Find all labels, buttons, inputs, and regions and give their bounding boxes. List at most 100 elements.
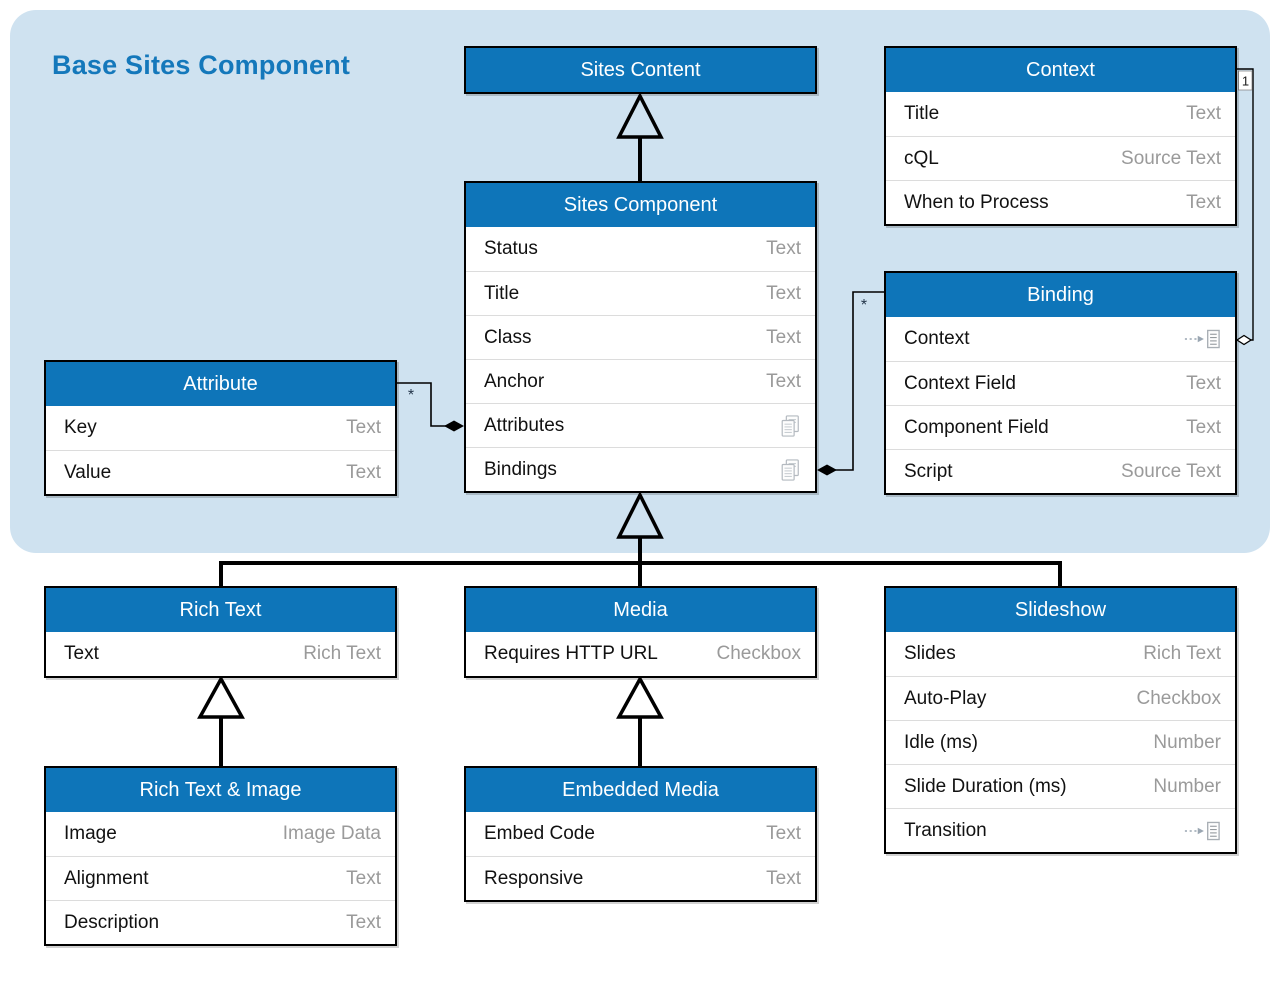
entity-title: Rich Text & Image: [139, 778, 302, 801]
field-row: Description Text: [46, 900, 395, 944]
field-row: Embed Code Text: [466, 812, 815, 856]
field-label: Responsive: [484, 867, 584, 889]
field-row: Requires HTTP URL Checkbox: [466, 632, 815, 676]
inheritance-triangle-icon: [616, 675, 664, 719]
field-row: When to Process Text: [886, 180, 1235, 224]
entity-binding: Binding Context Context Field Text: [884, 271, 1237, 495]
field-row: Context: [886, 317, 1235, 361]
entity-title: Media: [613, 598, 668, 621]
entity-header: Binding: [886, 273, 1235, 317]
field-type: Text: [1186, 103, 1221, 124]
field-row: Title Text: [886, 92, 1235, 136]
field-row: Key Text: [46, 406, 395, 450]
inheritance-embedded-media-to-media: [616, 675, 664, 766]
entity-title: Context: [1026, 58, 1095, 81]
reference-icon: [1183, 328, 1221, 350]
entity-title: Sites Content: [580, 58, 701, 81]
field-type: Text: [766, 238, 801, 259]
field-label: Image: [64, 823, 117, 844]
field-label: Idle (ms): [904, 731, 978, 753]
field-row: Auto-Play Checkbox: [886, 676, 1235, 720]
field-row: Title Text: [466, 271, 815, 315]
field-label: cQL: [904, 147, 939, 169]
entity-title: Binding: [1027, 283, 1094, 306]
field-label: Status: [484, 238, 538, 259]
field-type: Text: [346, 461, 381, 483]
field-row: Bindings: [466, 447, 815, 491]
field-label: Title: [484, 282, 520, 304]
field-label: Class: [484, 326, 532, 348]
entity-attribute: Attribute Key Text Value Text: [44, 360, 397, 496]
entity-rich-text-and-image: Rich Text & Image Image Image Data Align…: [44, 766, 397, 946]
field-label: Alignment: [64, 867, 149, 889]
field-type: Text: [766, 326, 801, 348]
entity-title: Sites Component: [563, 193, 718, 216]
field-label: Component Field: [904, 416, 1049, 438]
pages-icon: [779, 414, 801, 438]
field-type: Text: [346, 867, 381, 889]
field-label: Text: [64, 643, 99, 664]
field-type: Rich Text: [1143, 643, 1221, 664]
field-label: Embed Code: [484, 823, 595, 844]
field-type: Text: [766, 823, 801, 844]
entity-title: Slideshow: [1014, 598, 1107, 621]
field-type: Text: [346, 417, 381, 438]
field-label: Script: [904, 460, 953, 482]
field-type: Text: [1186, 372, 1221, 394]
entity-sites-content: Sites Content: [464, 46, 817, 94]
entity-header: Embedded Media: [466, 768, 815, 812]
field-row: Text Rich Text: [46, 632, 395, 676]
entity-title: Rich Text: [179, 598, 262, 621]
field-row: Alignment Text: [46, 856, 395, 900]
entity-embedded-media: Embedded Media Embed Code Text Responsiv…: [464, 766, 817, 902]
entity-header: Context: [886, 48, 1235, 92]
field-type: Image Data: [282, 823, 381, 844]
field-label: Slide Duration (ms): [904, 775, 1067, 797]
field-type: Source Text: [1121, 147, 1221, 169]
pages-icon: [779, 458, 801, 482]
entity-title: Attribute: [183, 372, 258, 395]
entity-media: Media Requires HTTP URL Checkbox: [464, 586, 817, 678]
field-type: Number: [1153, 731, 1221, 753]
inheritance-rich-text-image-to-rich-text: [197, 675, 245, 766]
field-type: Checkbox: [716, 643, 802, 664]
field-row: Slides Rich Text: [886, 632, 1235, 676]
field-row: Image Image Data: [46, 812, 395, 856]
field-row: Value Text: [46, 450, 395, 494]
field-label: Title: [904, 103, 940, 124]
field-label: Value: [64, 461, 112, 483]
inheritance-triangle-icon: [197, 675, 245, 719]
entity-header: Sites Content: [466, 48, 815, 92]
entity-header: Rich Text: [46, 588, 395, 632]
field-row: Status Text: [466, 227, 815, 271]
field-label: Context: [904, 328, 970, 349]
entity-header: Attribute: [46, 362, 395, 406]
field-label: Description: [64, 911, 160, 933]
entity-header: Media: [466, 588, 815, 632]
field-label: Transition: [904, 819, 987, 841]
field-label: Auto-Play: [904, 687, 987, 709]
field-row: Slide Duration (ms) Number: [886, 764, 1235, 808]
field-type: Text: [766, 370, 801, 392]
field-row: Idle (ms) Number: [886, 720, 1235, 764]
field-row: Component Field Text: [886, 405, 1235, 449]
field-row: Transition: [886, 808, 1235, 852]
field-label: Slides: [904, 643, 956, 664]
field-type: Source Text: [1121, 460, 1221, 482]
diagram-title: Base Sites Component: [52, 50, 351, 80]
field-type: Text: [346, 911, 381, 933]
field-label: Context Field: [904, 372, 1016, 394]
field-label: Bindings: [484, 458, 557, 480]
field-type: Text: [1186, 191, 1221, 213]
field-type: Rich Text: [303, 643, 381, 664]
field-row: Responsive Text: [466, 856, 815, 900]
field-label: Requires HTTP URL: [484, 643, 658, 664]
field-label: When to Process: [904, 191, 1049, 213]
entity-rich-text: Rich Text Text Rich Text: [44, 586, 397, 678]
entity-sites-component: Sites Component Status Text Title Text C…: [464, 181, 817, 493]
field-type: Checkbox: [1136, 687, 1222, 709]
field-row: Attributes: [466, 403, 815, 447]
field-type: Text: [766, 867, 801, 889]
field-type: Text: [1186, 416, 1221, 438]
